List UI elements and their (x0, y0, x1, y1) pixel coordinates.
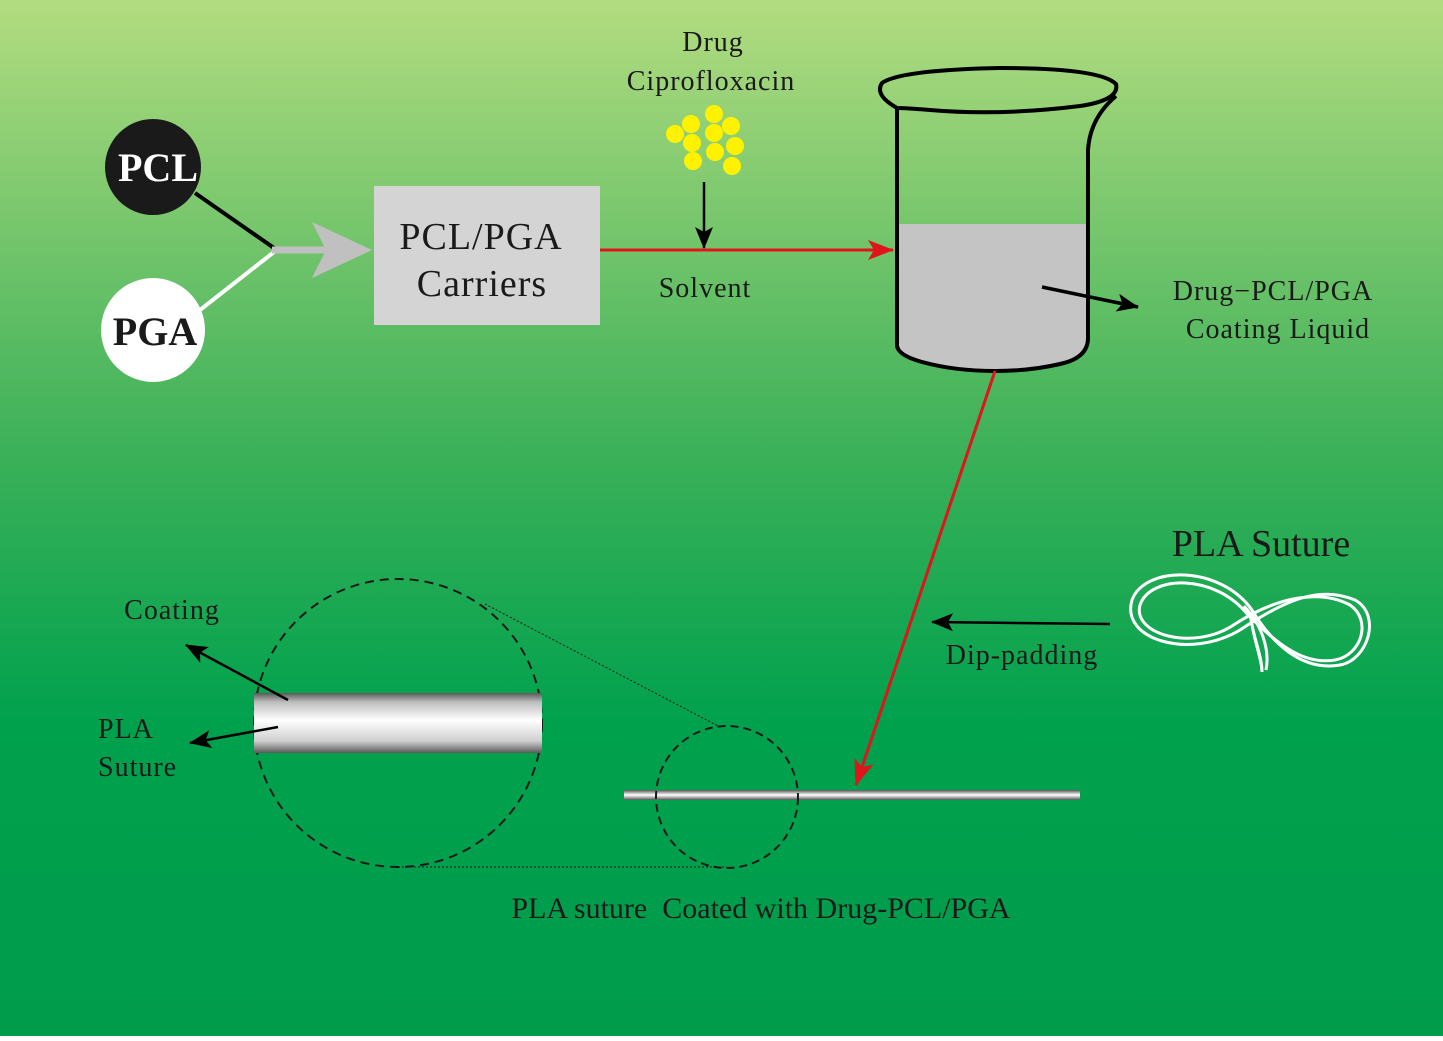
drug-name-label: Ciprofloxacin (627, 66, 796, 97)
coating-pointer (185, 643, 289, 702)
beaker-rim (877, 65, 1119, 115)
caption: PLA suture Coated with Drug-PCL/PGA (511, 892, 1010, 925)
pga-circle (101, 278, 205, 382)
coating-label: Coating (124, 595, 220, 626)
pcl-circle (105, 119, 201, 215)
beaker-body (895, 94, 1118, 374)
magnified-suture (254, 693, 542, 753)
zoom-guide-top (484, 603, 721, 728)
pcl-label: PCL (118, 145, 198, 190)
input-arrow-head (312, 222, 372, 278)
drug-particles (666, 105, 744, 175)
carriers-box (374, 186, 600, 325)
pcl-connector (193, 191, 276, 250)
drug-label: Drug (682, 27, 744, 58)
pla-core-label-line2: Suture (98, 752, 177, 783)
dip-padding-arrow (931, 613, 1111, 632)
pla-suture-loop (1129, 573, 1371, 673)
coated-suture (624, 790, 1080, 800)
coating-liquid-label-line2: Coating Liquid (1186, 314, 1370, 345)
pla-suture-title: PLA Suture (1172, 523, 1350, 565)
pla-core-label-line1: PLA (98, 714, 154, 745)
carriers-label-line2: Carriers (417, 263, 547, 305)
dip-padding-label: Dip-padding (946, 640, 1099, 671)
dip-flow-arrow (854, 370, 997, 786)
zoom-source-circle (655, 725, 799, 869)
pga-connector (198, 250, 276, 312)
solvent-label: Solvent (659, 273, 752, 304)
beaker-liquid (897, 224, 1088, 371)
coating-liquid-label-line1: Drug−PCL/PGA (1173, 276, 1373, 307)
pga-label: PGA (113, 309, 198, 354)
liquid-label-pointer (1041, 285, 1139, 312)
carriers-label-line1: PCL/PGA (399, 216, 562, 258)
pla-core-pointer (189, 725, 279, 749)
